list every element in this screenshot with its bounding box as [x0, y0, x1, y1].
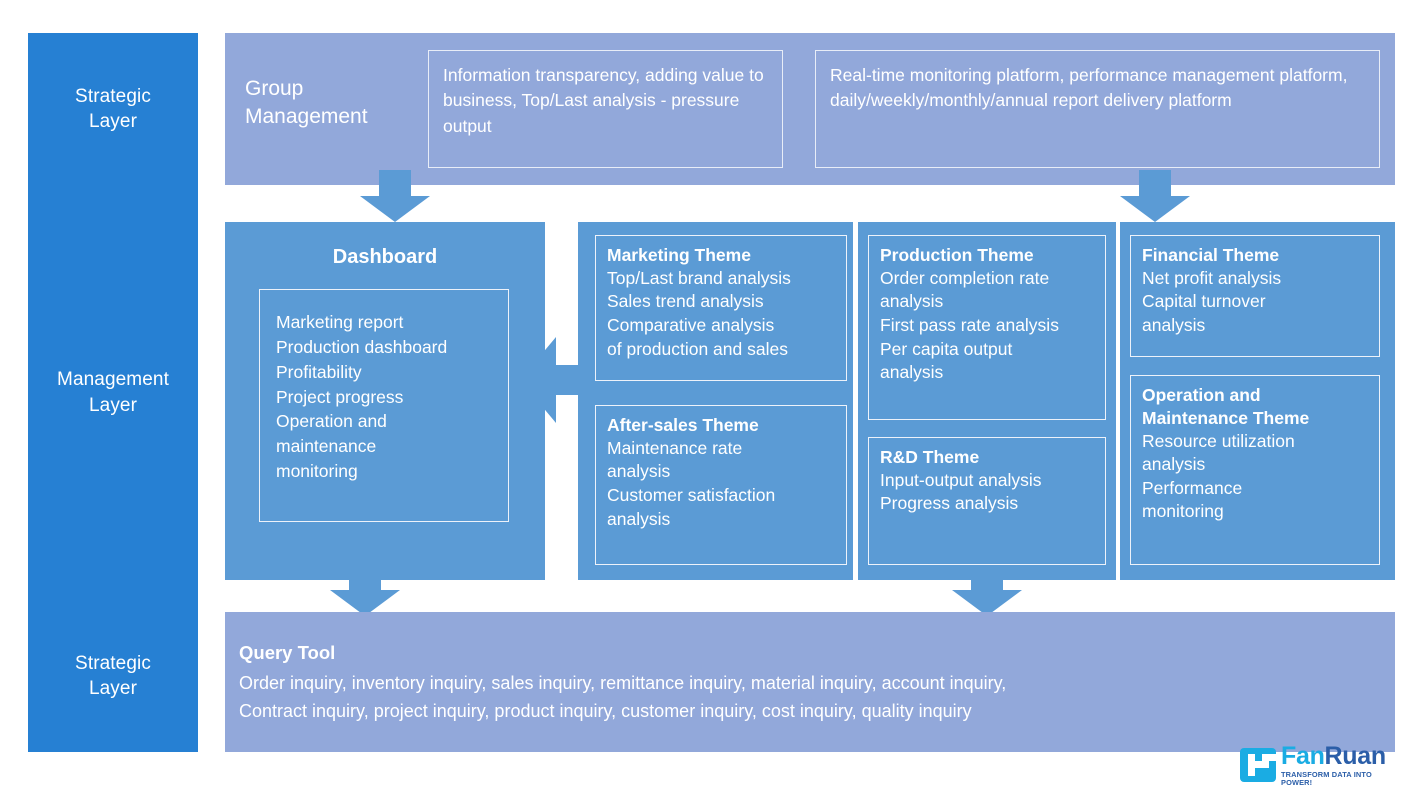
arrow-down-group-to-dashboard [360, 170, 430, 222]
arrow-down-dashboard-to-query [330, 568, 400, 616]
theme-aftersales-title: After-sales Theme [607, 415, 759, 435]
query-tool-items: Order inquiry, inventory inquiry, sales … [239, 673, 1007, 721]
fanruan-tagline: TRANSFORM DATA INTO POWER! [1281, 770, 1372, 787]
arrow-down-group-to-themes [1120, 170, 1190, 222]
query-tool-band: Query Tool Order inquiry, inventory inqu… [225, 612, 1395, 752]
fanruan-logo: FanRuan TRANSFORM DATA INTO POWER! [1240, 742, 1400, 788]
fanruan-logo-text: FanRuan TRANSFORM DATA INTO POWER! [1281, 744, 1400, 786]
fanruan-mark-icon [1240, 748, 1276, 782]
fanruan-wordmark: FanRuan [1281, 744, 1400, 769]
query-tool-title: Query Tool [239, 642, 336, 663]
theme-production-title: Production Theme [880, 245, 1034, 265]
group-management-card-2: Real-time monitoring platform, performan… [815, 50, 1380, 168]
arrow-left-themes-to-dashboard [520, 337, 580, 423]
fanruan-word-fan: Fan [1281, 742, 1325, 771]
theme-marketing-title: Marketing Theme [607, 245, 751, 265]
theme-rnd-title: R&D Theme [880, 447, 980, 467]
fanruan-word-ruan: Ruan [1324, 742, 1387, 771]
theme-financial-title: Financial Theme [1142, 245, 1280, 265]
dashboard-title: Dashboard [332, 246, 438, 268]
group-management-card-1-text: Information transparency, adding value t… [443, 65, 764, 136]
group-management-card-2-text: Real-time monitoring platform, performan… [830, 65, 1348, 111]
arrow-down-themes-to-query [952, 568, 1022, 616]
group-management-card-1: Information transparency, adding value t… [428, 50, 783, 168]
